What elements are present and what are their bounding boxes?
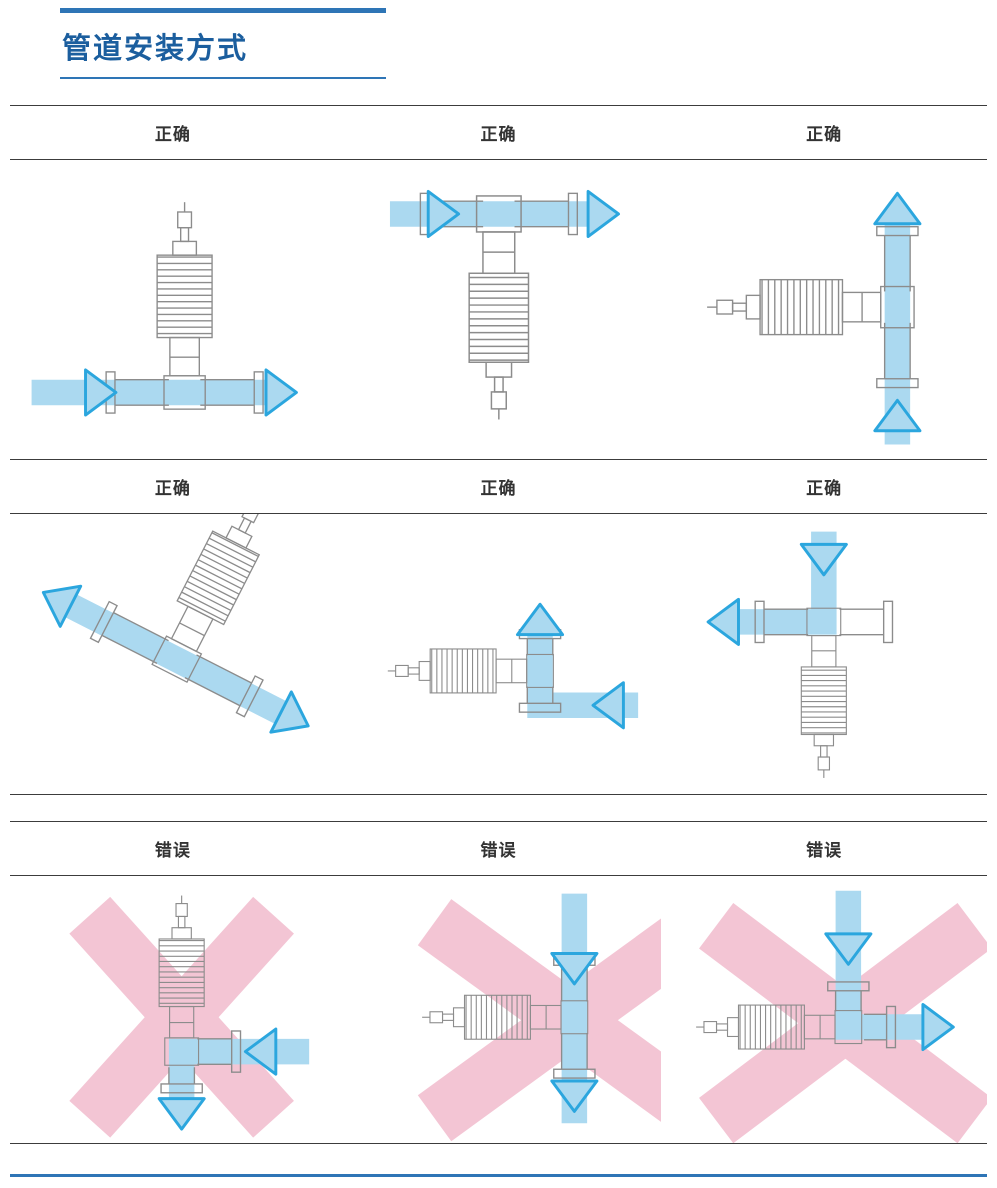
- label-wrong: 错误: [154, 840, 191, 861]
- correct-installation-table: 正确 正确 正确 正确 正确 正确: [10, 105, 987, 795]
- diagram-correct-inverted-horizontal-flow-right: [389, 189, 620, 420]
- diagram-correct-horizontal-pipe-flow-right: [31, 202, 298, 417]
- diagram-row-2: [10, 514, 987, 794]
- label-row-1: 正确 正确 正确: [10, 105, 987, 160]
- label-correct: 正确: [806, 479, 843, 500]
- label-correct: 正确: [480, 125, 517, 145]
- label-correct: 正确: [480, 479, 517, 500]
- diagram-wrong-vertical-pipe-flow-down: [417, 893, 662, 1141]
- diagram-correct-elbow-flow-left: [706, 531, 894, 779]
- label-correct: 正确: [154, 125, 191, 145]
- diagram-correct-inclined-pipe: [41, 514, 310, 734]
- title-under-rule: [60, 77, 386, 79]
- diagram-wrong-elbow-flow-down: [69, 895, 310, 1138]
- diagram-row-1: [10, 160, 987, 459]
- label-row-3: 错误 错误 错误: [10, 820, 987, 876]
- footer-rule: [10, 1173, 987, 1177]
- wrong-installation-table: 错误 错误 错误: [10, 820, 987, 1144]
- label-correct: 正确: [806, 125, 843, 145]
- diagram-correct-elbow-flow-up: [387, 602, 638, 730]
- label-wrong: 错误: [806, 840, 843, 861]
- title-top-rule: [60, 8, 386, 13]
- diagram-row-3: [10, 876, 987, 1143]
- label-wrong: 错误: [480, 840, 517, 861]
- page-title: 管道安装方式: [62, 31, 249, 65]
- diagram-wrong-elbow-flow-right: [696, 890, 987, 1143]
- diagram-correct-vertical-pipe-flow-up: [707, 191, 922, 445]
- label-correct: 正确: [154, 479, 191, 500]
- title-block: 管道安装方式: [60, 0, 386, 79]
- label-row-2: 正确 正确 正确: [10, 459, 987, 515]
